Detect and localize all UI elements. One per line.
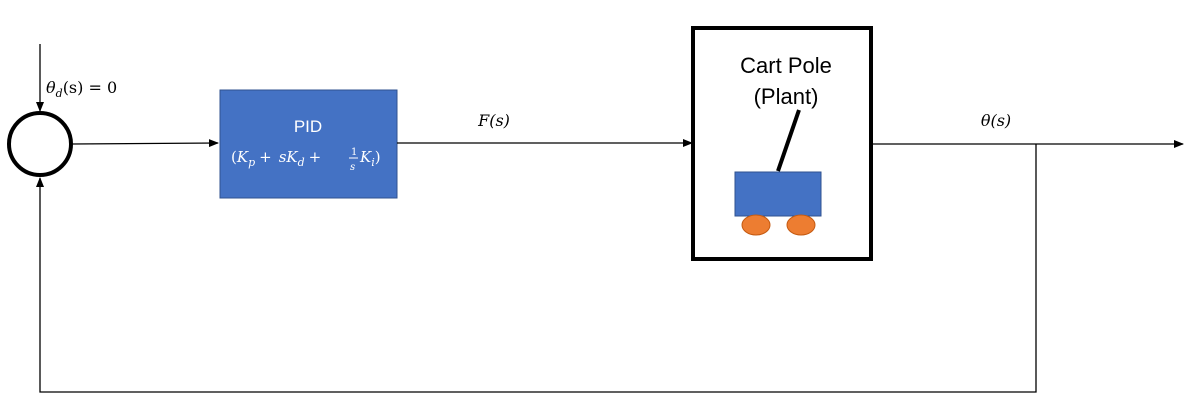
- plant-block: [691, 26, 873, 261]
- pid-frac-den: s: [350, 162, 355, 173]
- plant-label-line1: Cart Pole: [740, 53, 832, 78]
- force-label: F(s): [477, 111, 510, 130]
- cart-wheel-right: [786, 214, 816, 236]
- pid-frac-num: 1: [351, 147, 357, 158]
- feedback-path: [36, 144, 1037, 393]
- pid-block: [219, 89, 398, 199]
- reference-label: θd(s) = 0: [46, 78, 117, 100]
- plant-label-line2: (Plant): [754, 84, 819, 109]
- pid-formula-tail: Ki): [359, 148, 381, 169]
- output-label: θ(s): [981, 111, 1011, 130]
- pid-formula: (Kp+sKd+: [231, 148, 321, 169]
- cart-body: [734, 171, 822, 217]
- cart-pole-rod: [776, 109, 801, 172]
- summing-junction: [7, 111, 73, 177]
- cart-wheel-left: [741, 214, 771, 236]
- error-signal-line: [71, 139, 219, 148]
- pid-title: PID: [294, 117, 322, 136]
